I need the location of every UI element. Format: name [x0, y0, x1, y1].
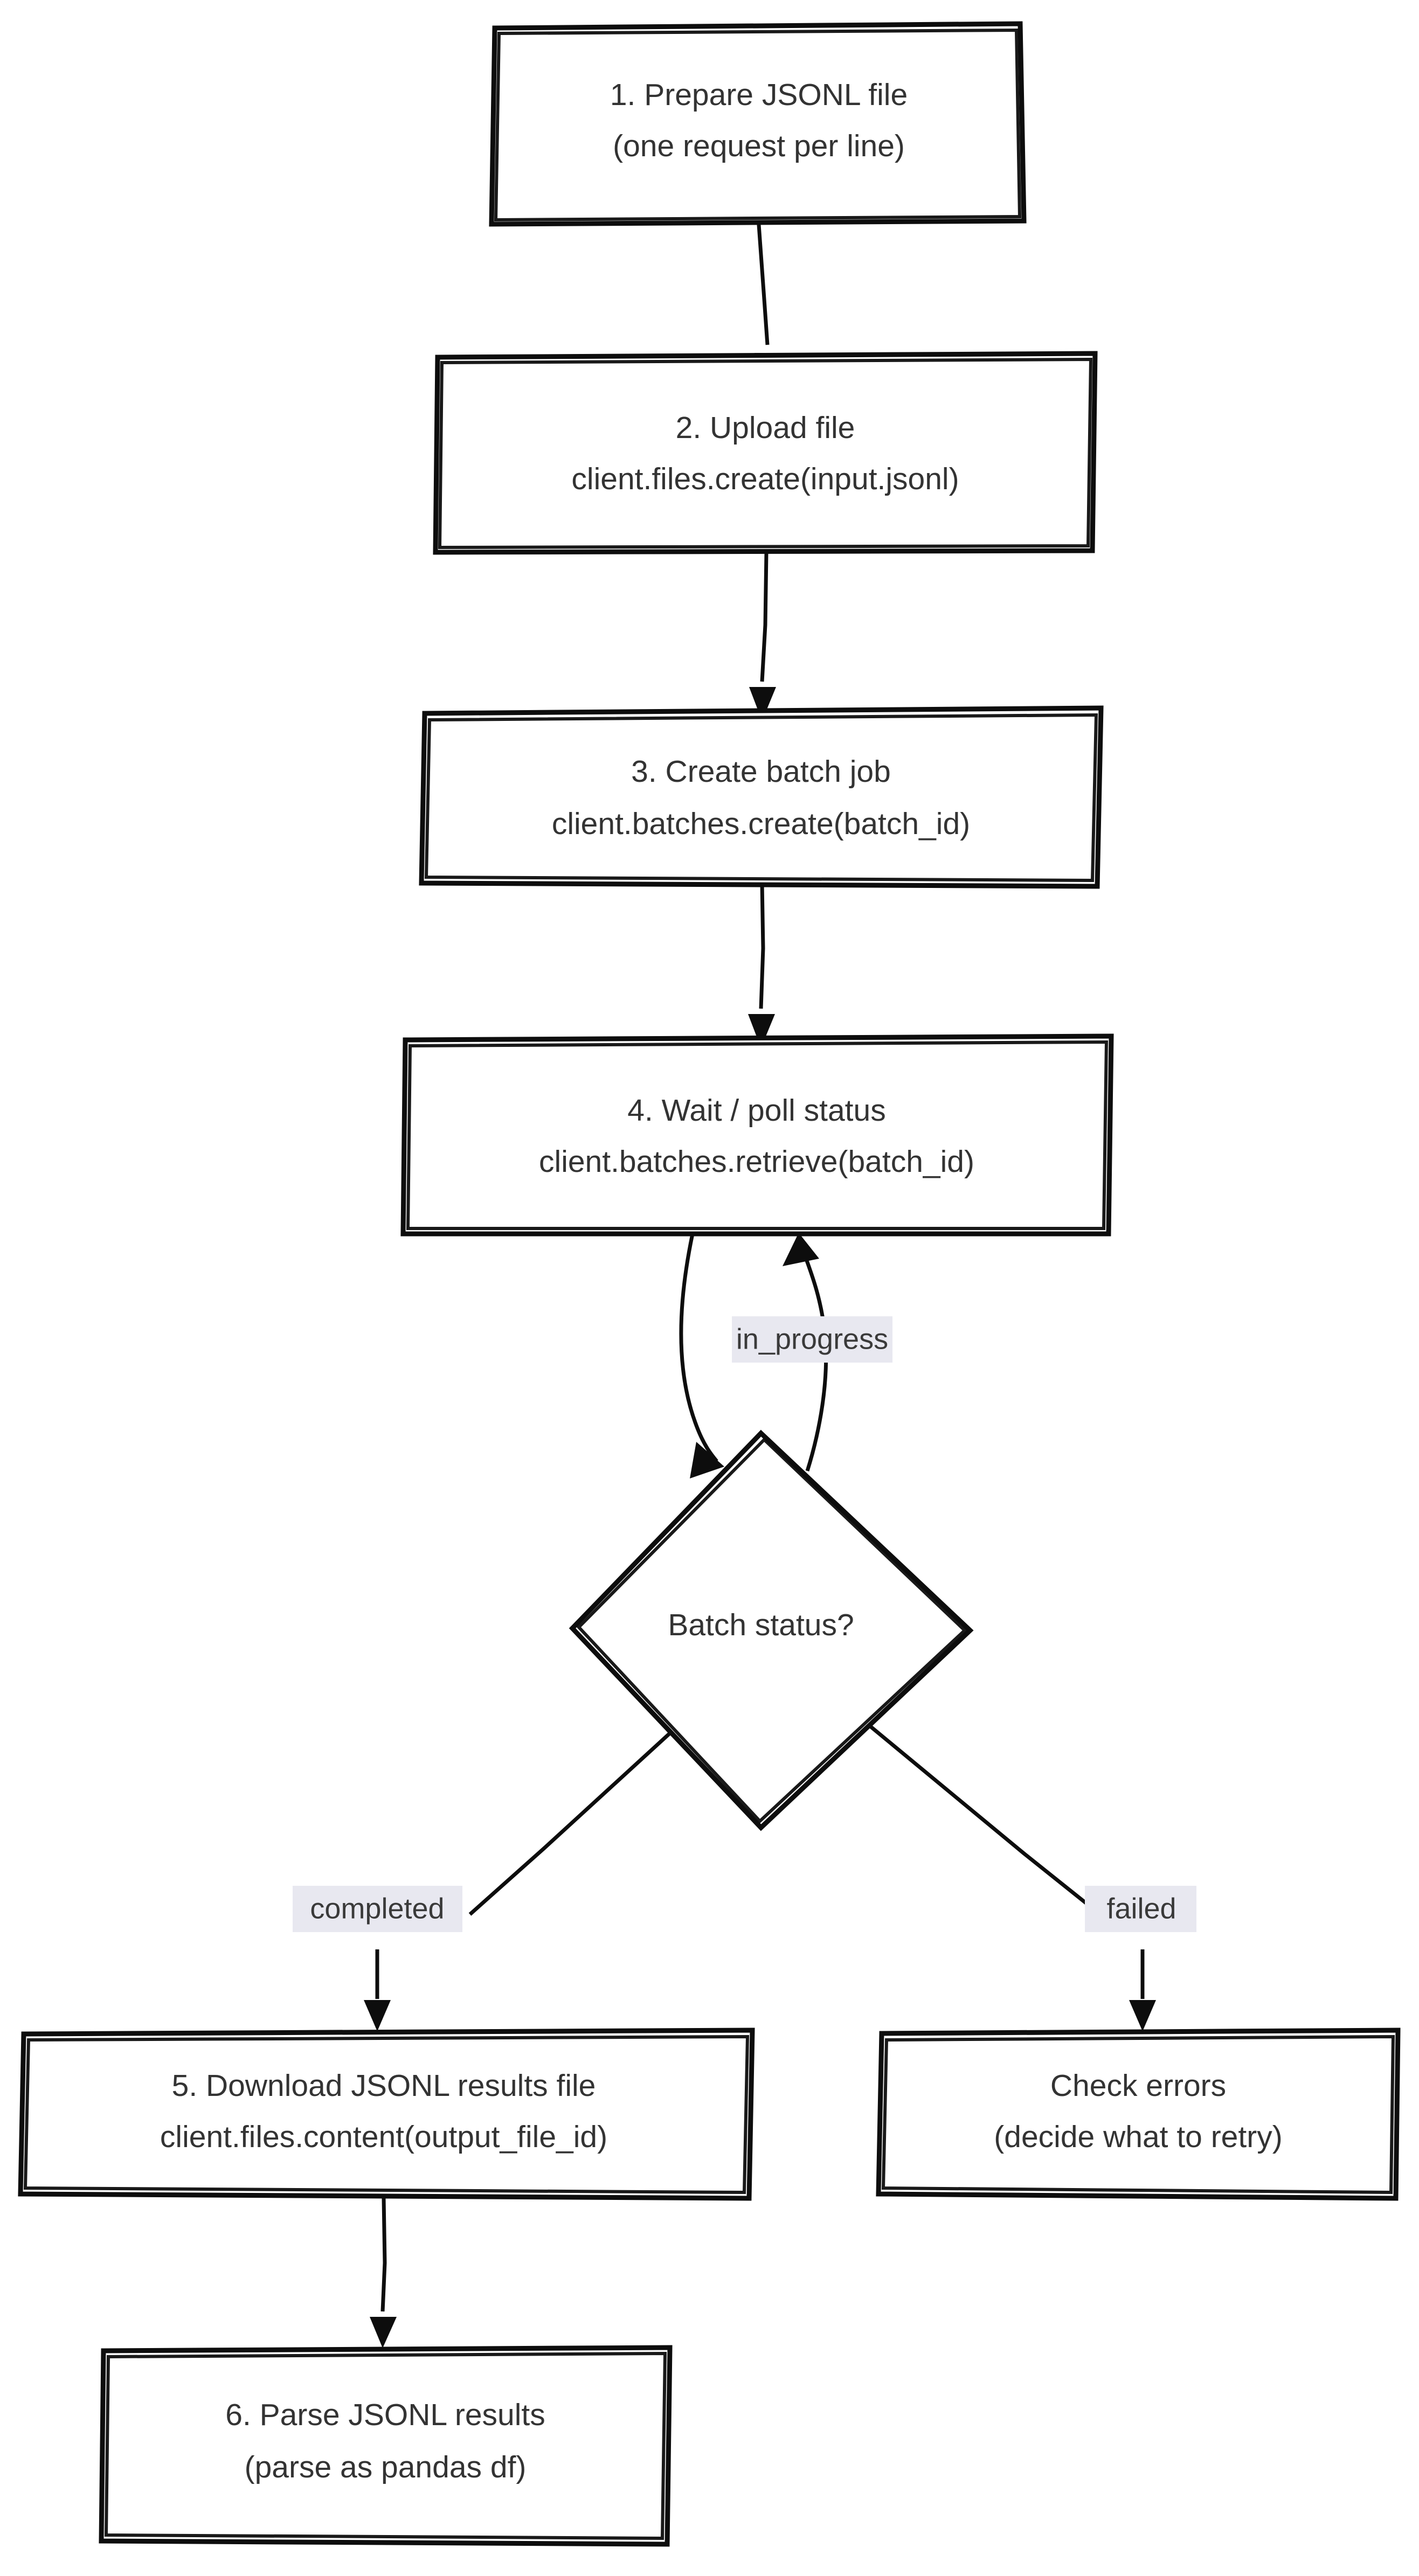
node-step3[interactable]: 3. Create batch job client.batches.creat…: [419, 705, 1104, 889]
node-check-errors-sketch-outline: [881, 2035, 1395, 2195]
edge-step3-step4: [748, 882, 775, 1048]
node-step5-line1: 5. Download JSONL results file: [172, 2068, 596, 2103]
node-step6-line1: 6. Parse JSONL results: [225, 2398, 545, 2432]
arrowhead-icon: [690, 1442, 724, 1478]
node-step1[interactable]: 1. Prepare JSONL file (one request per l…: [489, 21, 1027, 227]
edge-line: [760, 552, 769, 682]
edge-line: [866, 1723, 1101, 1915]
arrowhead-icon: [370, 2317, 397, 2348]
edge-label-completed: completed: [293, 1886, 462, 1932]
node-step4[interactable]: 4. Wait / poll status client.batches.ret…: [400, 1033, 1114, 1237]
node-step4-shape[interactable]: [400, 1033, 1114, 1237]
node-step2-sketch-outline: [438, 357, 1093, 550]
edge-step2-step3: [749, 552, 776, 721]
node-step2[interactable]: 2. Upload file client.files.create(input…: [433, 351, 1098, 555]
arrowhead-icon: [748, 1014, 775, 1048]
edge-line: [759, 882, 765, 1009]
edge-decision-step5: [364, 1731, 673, 2031]
node-decision[interactable]: Batch status?: [569, 1429, 974, 1831]
edge-label-background: [732, 1316, 892, 1363]
edge-label-background: [1085, 1886, 1196, 1932]
node-check-errors-line1: Check errors: [1050, 2068, 1226, 2103]
node-step4-sketch-outline: [406, 1040, 1109, 1230]
node-step1-line1: 1. Prepare JSONL file: [610, 78, 908, 112]
node-decision-line1: Batch status?: [668, 1608, 854, 1642]
node-step5-line2: client.files.content(output_file_id): [160, 2120, 607, 2154]
node-step6-sketch-outline: [104, 2351, 667, 2540]
node-step5-shape[interactable]: [18, 2028, 755, 2201]
node-step5-sketch-outline: [23, 2035, 750, 2195]
edge-step4-decision: [679, 1233, 724, 1478]
edge-line: [468, 1731, 673, 1916]
node-step3-sketch-outline: [424, 713, 1098, 883]
node-step2-line1: 2. Upload file: [676, 411, 855, 445]
edge-label-background: [293, 1886, 462, 1932]
edge-label-failed-text: failed: [1106, 1892, 1176, 1925]
node-step6[interactable]: 6. Parse JSONL results (parse as pandas …: [99, 2345, 673, 2547]
node-step6-line2: (parse as pandas df): [245, 2450, 527, 2484]
node-step1-shape[interactable]: [489, 21, 1027, 227]
edge-line: [679, 1233, 718, 1463]
node-step5[interactable]: 5. Download JSONL results file client.fi…: [18, 2028, 755, 2201]
node-step4-line2: client.batches.retrieve(batch_id): [539, 1144, 974, 1179]
arrowhead-icon: [783, 1233, 819, 1266]
edge-label-in-progress-text: in_progress: [736, 1323, 888, 1355]
node-step3-line2: client.batches.create(batch_id): [552, 807, 970, 841]
arrowhead-icon: [1129, 2000, 1156, 2031]
node-step2-shape[interactable]: [433, 351, 1098, 555]
node-step2-line2: client.files.create(input.jsonl): [571, 462, 959, 496]
edge-label-in-progress: in_progress: [732, 1316, 892, 1363]
node-decision-sketch-outline: [576, 1437, 967, 1824]
node-step1-line2: (one request per line): [613, 129, 905, 163]
edge-step5-step6: [370, 2198, 397, 2348]
edge-line: [757, 224, 770, 345]
node-step1-sketch-outline: [494, 28, 1022, 222]
edge-line: [380, 2198, 387, 2312]
node-check-errors[interactable]: Check errors (decide what to retry): [876, 2028, 1401, 2201]
node-step3-shape[interactable]: [419, 705, 1104, 889]
edge-label-completed-text: completed: [310, 1892, 444, 1925]
edge-label-failed: failed: [1085, 1886, 1196, 1932]
node-step3-line1: 3. Create batch job: [631, 754, 891, 789]
node-step6-shape[interactable]: [99, 2345, 673, 2547]
node-step4-line1: 4. Wait / poll status: [627, 1093, 885, 1128]
edge-decision-check-errors: [866, 1723, 1156, 2031]
node-check-errors-shape[interactable]: [876, 2028, 1401, 2201]
node-check-errors-line2: (decide what to retry): [994, 2120, 1282, 2154]
arrowhead-icon: [364, 2000, 391, 2031]
arrowhead-icon: [749, 687, 776, 721]
